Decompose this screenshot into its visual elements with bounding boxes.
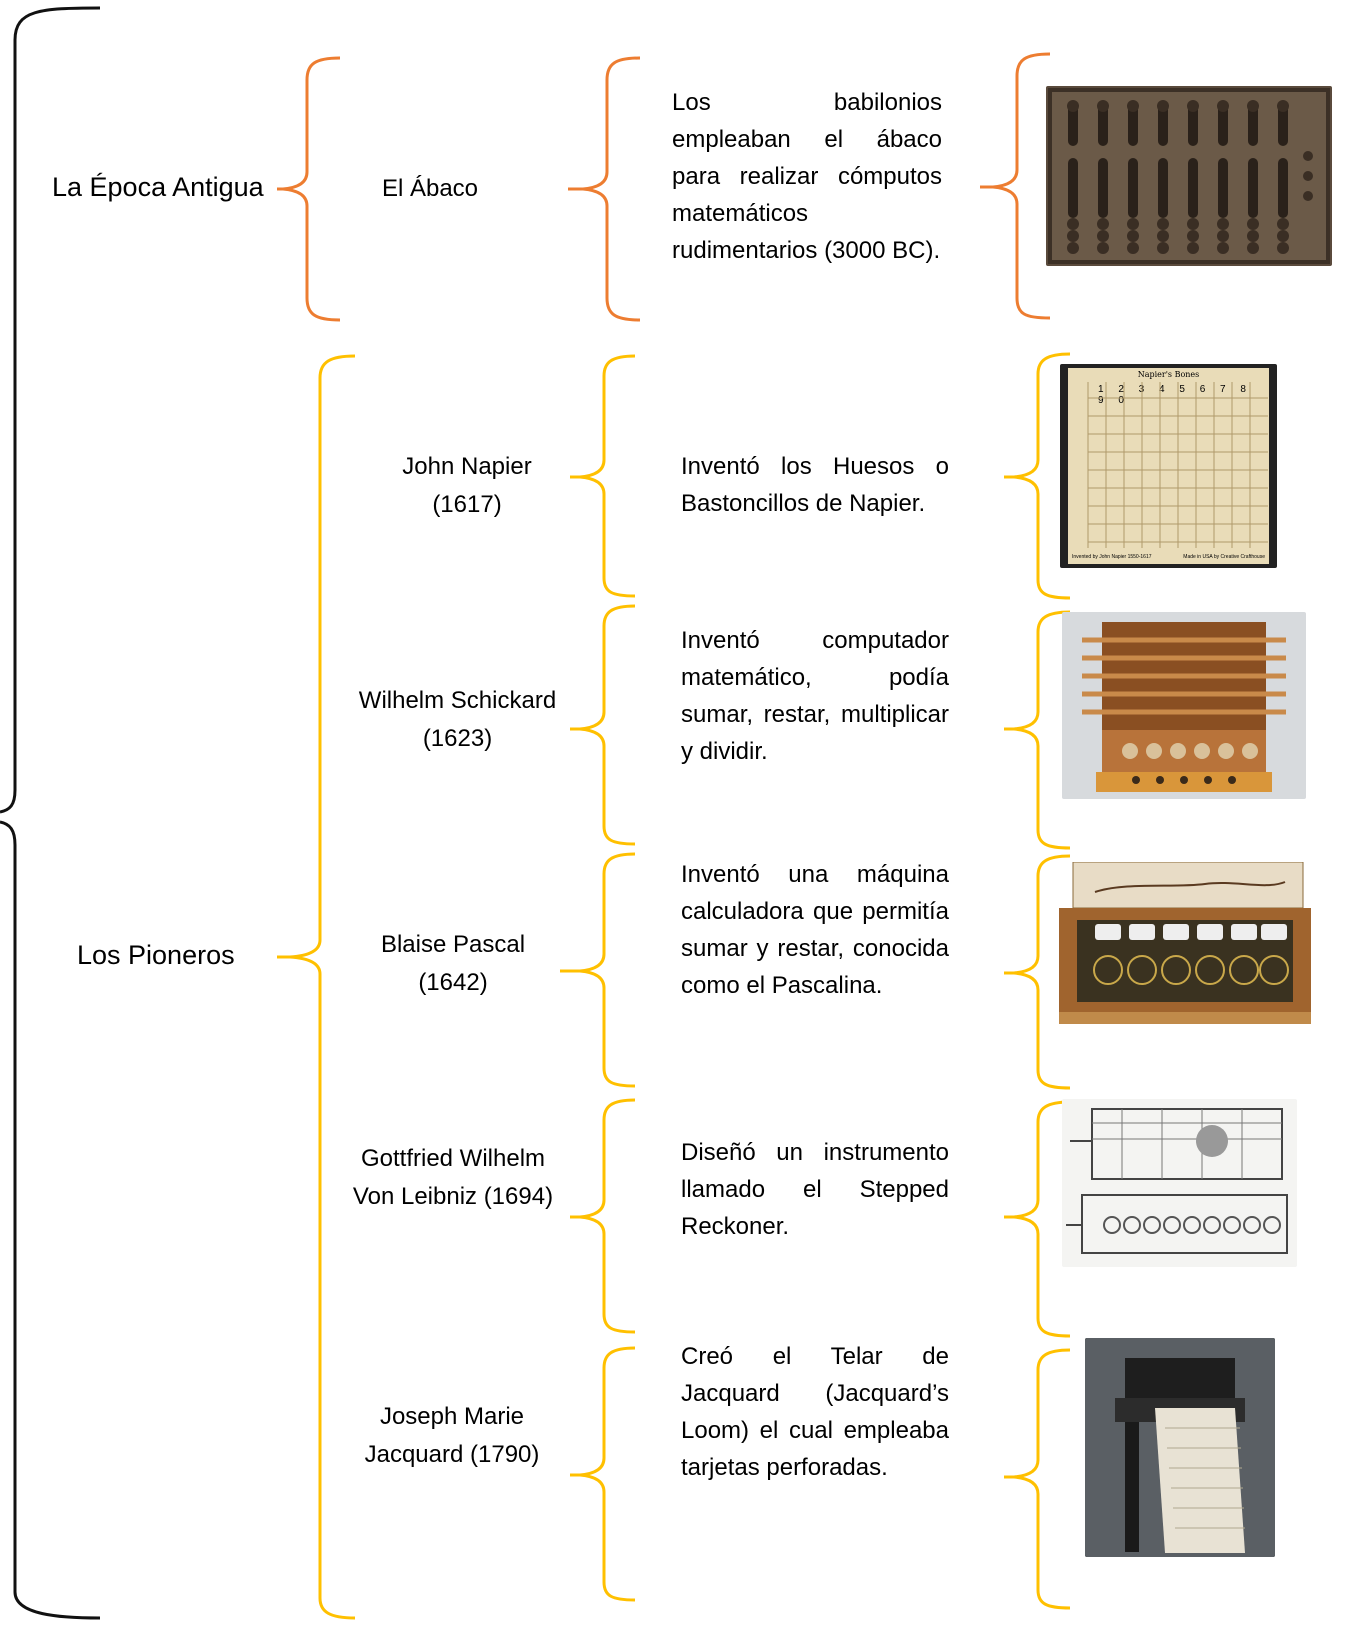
stepped-reckoner-image	[1062, 1099, 1297, 1267]
era-label-ancient: La Época Antigua	[52, 172, 264, 202]
entry-description-abacus: Los babilonios empleaban el ábaco para r…	[672, 89, 942, 264]
entry-name-abacus: El Ábaco	[381, 175, 479, 202]
napier-image-title: Napier's Bones	[1137, 370, 1200, 379]
orange-brace-2	[582, 56, 641, 322]
yellow-brace-pioneers	[289, 354, 356, 1620]
entry-description-schickard: Inventó computador matemático, podía sum…	[681, 627, 949, 765]
pascaline-image	[1055, 862, 1315, 1032]
main-brace-bottom	[0, 820, 101, 1620]
orange-brace-3	[992, 52, 1051, 320]
entry-description-napier: Inventó los Huesos o Bastoncillos de Nap…	[681, 453, 949, 517]
era-label-pioneers: Los Pioneros	[77, 940, 235, 970]
entry-name-leibniz: Gottfried Wilhelm Von Leibniz (1694)	[352, 1145, 554, 1210]
schickard-calculator-image	[1062, 612, 1306, 799]
entry-description-leibniz: Diseñó un instrumento llamado el Stepped…	[681, 1139, 949, 1240]
jacquard-loom-image	[1085, 1338, 1275, 1557]
napier-image-footer-right: Made in USA by Creative Crafthouse	[1183, 554, 1265, 560]
entry-description-jacquard: Creó el Telar de Jacquard (Jacquard’s Lo…	[681, 1343, 949, 1481]
napier-bones-image: Napier's Bones 1 2 3 4 5 6 7 8 9 0 Inven…	[1060, 364, 1277, 568]
entry-description-pascal: Inventó una máquina calculadora que perm…	[681, 861, 949, 999]
entry-name-schickard: Wilhelm Schickard (1623)	[358, 687, 557, 752]
entry-name-jacquard: Joseph Marie Jacquard (1790)	[364, 1403, 540, 1468]
orange-brace-1	[282, 56, 341, 322]
napier-image-columns: 1 2 3 4 5 6 7 8 9 0	[1098, 384, 1252, 406]
entry-name-napier: John Napier (1617)	[402, 453, 532, 518]
entry-name-pascal: Blaise Pascal (1642)	[380, 931, 526, 996]
main-brace-top	[0, 6, 101, 814]
abacus-image	[1046, 86, 1332, 266]
napier-image-footer-left: Invented by John Napier 1550-1617	[1072, 554, 1152, 560]
